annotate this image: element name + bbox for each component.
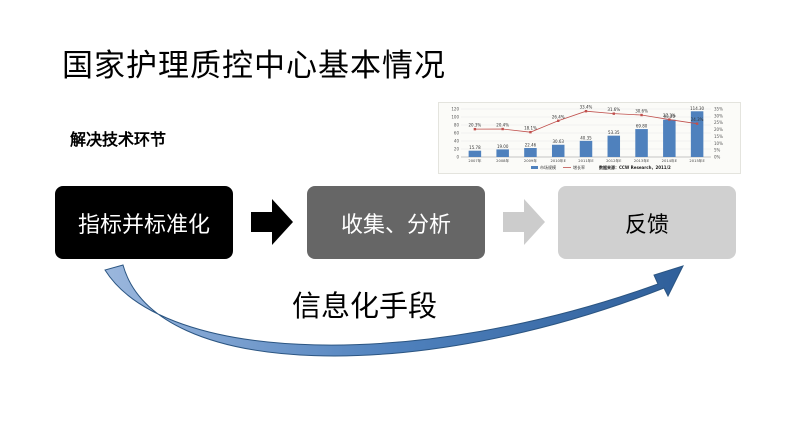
bar-value-label: 22.46 xyxy=(525,143,537,148)
bar-value-label: 114.30 xyxy=(690,106,704,111)
y-tick-label: 40 xyxy=(454,139,460,144)
growth-label: 20.3% xyxy=(469,123,482,128)
growth-point xyxy=(529,130,532,134)
step-label: 指标并标准化 xyxy=(77,212,210,238)
y2-tick-label: 15% xyxy=(714,134,723,139)
bar-value-label: 40.35 xyxy=(580,135,592,140)
growth-point xyxy=(612,112,615,115)
growth-point xyxy=(473,127,477,131)
bar xyxy=(468,150,482,157)
bar-value-label: 69.80 xyxy=(636,124,648,129)
y-tick-label: 60 xyxy=(454,131,460,136)
growth-label: 18.1% xyxy=(524,126,537,131)
x-tick-label: 2014年E xyxy=(662,158,678,163)
growth-point xyxy=(640,113,643,117)
growth-label: 24.3% xyxy=(691,117,704,122)
legend-swatch-bar xyxy=(531,166,538,169)
y2-tick-label: 5% xyxy=(714,148,721,153)
bar-value-label: 30.63 xyxy=(552,139,564,144)
growth-point xyxy=(584,109,588,113)
growth-label: 27.3% xyxy=(663,113,676,118)
y-tick-label: 120 xyxy=(451,107,459,112)
curved-arrow-shape xyxy=(104,264,684,357)
y-tick-label: 0 xyxy=(456,155,459,160)
slide-title: 国家护理质控中心基本情况 xyxy=(62,48,446,84)
bar-value-label: 19.00 xyxy=(497,144,509,149)
y-tick-label: 80 xyxy=(454,123,460,128)
y2-tick-label: 35% xyxy=(714,107,723,112)
y-tick-label: 20 xyxy=(454,147,460,152)
growth-label: 26.4% xyxy=(552,114,565,119)
slide-subtitle: 解决技术环节 xyxy=(70,130,167,149)
bar xyxy=(551,144,565,157)
chart-source: 数据来源：CCW Research，2011/2 xyxy=(598,164,671,170)
bar-value-label: 53.35 xyxy=(608,130,620,135)
x-tick-label: 2013年E xyxy=(634,158,650,163)
growth-point xyxy=(501,127,504,131)
y2-tick-label: 25% xyxy=(714,120,723,125)
bar xyxy=(524,148,537,157)
x-tick-label: 2007年 xyxy=(468,158,481,163)
bar xyxy=(690,111,704,157)
x-tick-label: 2015年E xyxy=(689,158,705,163)
step-feedback: 反馈 xyxy=(558,186,736,259)
step-arrow-dark-icon xyxy=(251,199,293,245)
market-chart: 0 20 40 60 80 100 120 0% 5% 10% 15% 20% 25% 30%35% 15.… xyxy=(438,102,741,174)
bar-value-label: 15.78 xyxy=(469,145,481,150)
curve-label: 信息化手段 xyxy=(292,289,438,323)
x-tick-label: 2011年E xyxy=(578,158,594,163)
growth-point xyxy=(695,122,699,125)
growth-label: 20.4% xyxy=(496,123,509,128)
growth-label: 33.4% xyxy=(580,105,593,110)
step-collect-analyze: 收集、分析 xyxy=(307,186,485,259)
bar xyxy=(663,119,676,157)
growth-point xyxy=(557,119,560,122)
x-tick-label: 2009年 xyxy=(524,158,537,163)
y2-tick-label: 30% xyxy=(714,113,723,118)
y2-tick-label: 10% xyxy=(714,141,723,146)
bar-value-label: 93.20 xyxy=(664,114,676,119)
bar xyxy=(496,149,509,157)
bar xyxy=(635,129,648,157)
step-label: 反馈 xyxy=(624,212,669,238)
growth-point xyxy=(668,118,671,121)
step-arrow-light-icon xyxy=(503,199,545,245)
step-indicator-standardization: 指标并标准化 xyxy=(55,186,233,259)
bar xyxy=(579,140,593,157)
y2-tick-label: 20% xyxy=(714,127,723,132)
x-tick-label: 2012年E xyxy=(606,158,622,163)
bar xyxy=(607,135,621,157)
growth-label: 30.6% xyxy=(635,109,648,114)
x-tick-label: 2010年E xyxy=(551,158,567,163)
growth-label: 31.6% xyxy=(607,107,620,112)
y2-tick-label: 0% xyxy=(714,155,721,160)
x-tick-label: 2008年 xyxy=(496,158,509,163)
y-tick-label: 100 xyxy=(451,115,459,120)
legend-label: 市场规模 xyxy=(540,164,556,170)
legend-label: 增长率 xyxy=(573,164,585,170)
step-label: 收集、分析 xyxy=(340,212,451,238)
